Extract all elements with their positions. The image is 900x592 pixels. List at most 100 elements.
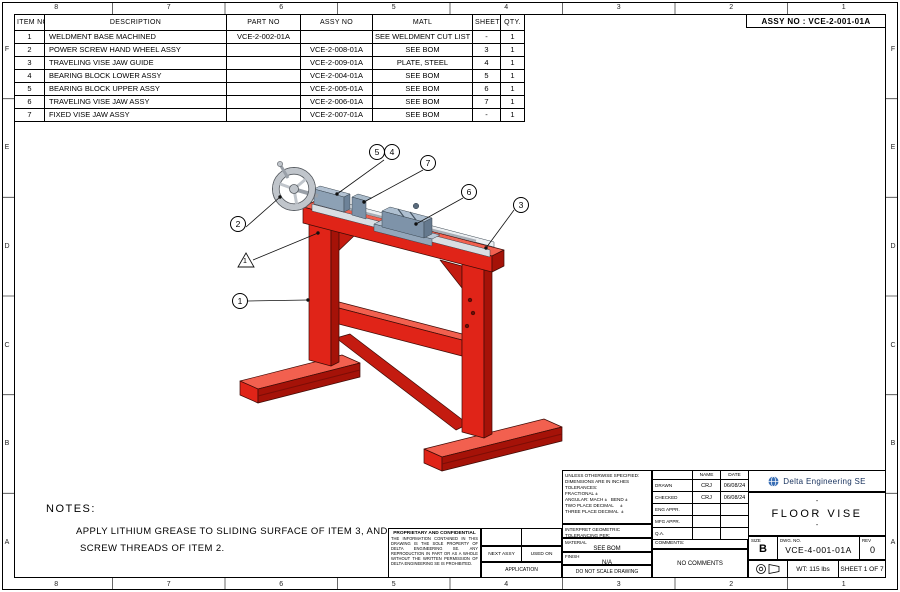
bom-row: 2 POWER SCREW HAND WHEEL ASSY VCE-2-008-… <box>14 43 525 57</box>
bom-cell-sheet: 3 <box>472 43 501 57</box>
balloon-item-7: 7 <box>420 155 436 171</box>
approval-name: CRJ <box>692 491 721 504</box>
bom-cell-partno <box>226 43 301 57</box>
bom-header-cell: QTY. <box>500 14 525 31</box>
bom-cell-qty: 1 <box>500 56 525 70</box>
bom-cell-partno <box>226 82 301 96</box>
globe-logo-icon <box>768 475 779 487</box>
bom-cell-item: 2 <box>14 43 45 57</box>
bom-row: 1 WELDMENT BASE MACHINED VCE-2-002-01A S… <box>14 30 525 44</box>
weight-cell: WT: 115 lbs <box>787 560 839 578</box>
bom-cell-item: 5 <box>14 82 45 96</box>
bom-body: 1 WELDMENT BASE MACHINED VCE-2-002-01A S… <box>14 30 525 122</box>
projection-cell <box>748 560 788 578</box>
balloon-leaders <box>245 159 515 302</box>
bom-cell-partno <box>226 56 301 70</box>
bom-cell-matl: SEE BOM <box>372 108 473 122</box>
zone-label: 7 <box>166 581 171 588</box>
zone-label: 3 <box>616 581 621 588</box>
application-label: APPLICATION <box>481 562 562 578</box>
zone-label: E <box>890 144 896 152</box>
zone-label: F <box>890 45 896 53</box>
zone-label: 2 <box>729 4 734 11</box>
bom-header-cell: PART NO <box>226 14 301 31</box>
balloon-item-2: 2 <box>230 216 246 232</box>
vise-assembly <box>272 161 495 258</box>
dwg-no-label: DWG. NO. <box>780 538 801 543</box>
bom-cell-sheet: - <box>472 30 501 44</box>
bom-cell-qty: 1 <box>500 43 525 57</box>
bom-cell-item: 4 <box>14 69 45 83</box>
title-dash-top: - <box>815 498 819 505</box>
bom-cell-assyno: VCE-2-005-01A <box>300 82 373 96</box>
approval-date <box>720 515 749 528</box>
next-assy-value-cell <box>481 528 522 546</box>
balloon-item-1: 1 <box>232 293 248 309</box>
bom-cell-item: 3 <box>14 56 45 70</box>
approvals-header-row: NAME DATE <box>652 470 749 480</box>
approvals-header-date: DATE <box>720 470 749 480</box>
finish-cell: FINISH N/A <box>562 552 652 565</box>
bom-cell-sheet: 4 <box>472 56 501 70</box>
zone-label: F <box>4 45 10 53</box>
do-not-scale-cell: DO NOT SCALE DRAWING <box>562 565 652 578</box>
approval-date <box>720 503 749 516</box>
approvals-row: CHECKED CRJ 06/08/24 <box>652 491 749 504</box>
approval-name <box>692 503 721 516</box>
bom-cell-matl: SEE BOM <box>372 69 473 83</box>
proprietary-body: THE INFORMATION CONTAINED IN THIS DRAWIN… <box>391 536 478 566</box>
material-value: SEE BOM <box>593 546 621 552</box>
zone-label: A <box>4 539 10 547</box>
bom-header-cell: SHEET NO. <box>472 14 501 31</box>
approval-date: 06/08/24 <box>720 491 749 504</box>
size-value: B <box>759 543 767 555</box>
bom-cell-assyno: VCE-2-007-01A <box>300 108 373 122</box>
bom-cell-assyno: VCE-2-008-01A <box>300 43 373 57</box>
approvals-header-blank <box>652 470 693 480</box>
zone-label: 6 <box>279 4 284 11</box>
zone-label: 5 <box>391 4 396 11</box>
balloon-item-6: 6 <box>461 184 477 200</box>
dwg-no-value: VCE-4-001-01A <box>785 545 852 555</box>
bom-row: 7 FIXED VISE JAW ASSY VCE-2-007-01A SEE … <box>14 108 525 122</box>
zone-label: C <box>4 341 10 349</box>
assy-no-box: ASSY NO : VCE-2-001-01A <box>746 14 886 28</box>
bom-cell-partno: VCE-2-002-01A <box>226 30 301 44</box>
approval-name: CRJ <box>692 479 721 492</box>
note-flag-triangle <box>237 252 255 268</box>
zone-label: 7 <box>166 4 171 11</box>
bom-header-cell: MATL <box>372 14 473 31</box>
bom-row: 3 TRAVELING VISE JAW GUIDE VCE-2-009-01A… <box>14 56 525 70</box>
approvals-row: Q.A. <box>652 527 749 540</box>
approval-label: MFG APPR. <box>652 515 693 528</box>
material-cell: MATERIAL SEE BOM <box>562 538 652 552</box>
zone-label: 1 <box>841 581 846 588</box>
rev-cell: REV 0 <box>859 536 886 560</box>
note-flag-label: 1 <box>243 258 247 265</box>
approvals-row: ENG APPR. <box>652 503 749 516</box>
dwg-no-cell: DWG. NO. VCE-4-001-01A <box>777 536 860 560</box>
rev-value: 0 <box>869 545 875 555</box>
rev-label: REV <box>862 538 872 543</box>
bom-cell-partno <box>226 69 301 83</box>
tolerance-line: UNLESS OTHERWISE SPECIFIED: <box>565 473 640 478</box>
bom-cell-qty: 1 <box>500 69 525 83</box>
bom-header-cell: DESCRIPTION <box>44 14 227 31</box>
bom-row: 4 BEARING BLOCK LOWER ASSY VCE-2-004-01A… <box>14 69 525 83</box>
bom-cell-matl: PLATE, STEEL <box>372 56 473 70</box>
zone-label: E <box>4 144 10 152</box>
bom-cell-sheet: 5 <box>472 69 501 83</box>
bom-cell-qty: 1 <box>500 30 525 44</box>
bom-cell-partno <box>226 95 301 109</box>
comments-value: NO COMMENTS <box>652 549 748 578</box>
used-on-label: USED ON <box>521 546 562 562</box>
zone-label: D <box>890 243 896 251</box>
size-label: SIZE <box>751 538 761 543</box>
approval-label: CHECKED <box>652 491 693 504</box>
approval-date: 06/08/24 <box>720 479 749 492</box>
bom-cell-item: 1 <box>14 30 45 44</box>
